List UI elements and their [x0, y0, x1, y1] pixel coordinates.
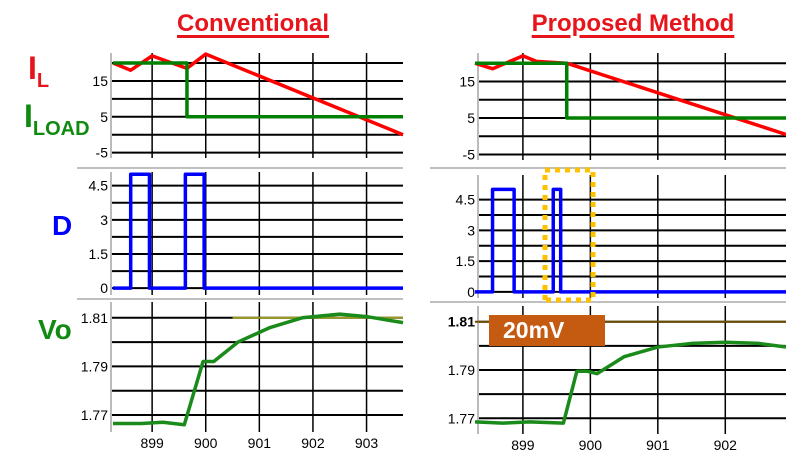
- label-d: D: [52, 210, 73, 241]
- x-tick-label: 899: [140, 435, 164, 451]
- subplot-duty: 4.5 3 1.5 0: [89, 172, 403, 296]
- y-tick-label: 5: [100, 109, 108, 125]
- series-iload: [113, 61, 403, 119]
- y-tick-label: 1.81: [81, 310, 108, 326]
- subplot-current: 15 5 -5: [459, 53, 786, 163]
- label-il-sub: L: [36, 70, 50, 92]
- y-tick-label: 4.5: [456, 192, 476, 208]
- y-tick-label: 0: [467, 284, 475, 300]
- y-tick-label: -5: [463, 147, 476, 163]
- title-conventional: Conventional: [176, 10, 330, 37]
- subplot-vo: 1.81 1.79 1.77: [448, 306, 786, 434]
- series-d: [113, 172, 403, 290]
- subplot-current: 15 5 -5: [92, 52, 404, 161]
- y-tick-label: 1.79: [81, 358, 108, 374]
- x-tick-label: 902: [301, 435, 325, 451]
- y-tick-label: 1.77: [81, 407, 108, 423]
- series-vo: [113, 312, 404, 427]
- label-il: IL: [28, 52, 49, 91]
- subplot-vo: 1.81 1.79 1.77: [81, 302, 404, 432]
- series-il: [474, 54, 786, 137]
- x-tick-label: 902: [714, 437, 738, 453]
- x-tick-label: 899: [511, 437, 535, 453]
- annotation-20mv: 20mV: [489, 315, 605, 346]
- y-tick-label: 15: [92, 73, 108, 89]
- y-tick-label: 5: [467, 110, 475, 126]
- x-tick-label: 900: [194, 435, 218, 451]
- x-tick-label: 901: [248, 435, 272, 451]
- chart-conventional: 15 5 -5 4.5 3 1.5 0 1.81 1.79 1.77 899 900 901 902 903: [77, 52, 404, 451]
- series-iload: [475, 61, 786, 120]
- y-tick-label: 1.81: [448, 314, 475, 330]
- y-tick-label: 15: [459, 73, 475, 89]
- label-il-main: I: [28, 50, 37, 86]
- y-tick-label: 1.5: [456, 253, 476, 269]
- y-tick-label: 3: [467, 222, 475, 238]
- series-d: [475, 187, 786, 294]
- y-tick-label: -5: [96, 145, 109, 161]
- y-tick-label: 0: [100, 280, 108, 296]
- label-iload-sub: LOAD: [32, 118, 90, 140]
- series-vo: [474, 340, 786, 425]
- highlight-box: [542, 167, 596, 303]
- title-proposed: Proposed Method: [531, 10, 735, 37]
- subplot-duty: 4.5 3 1.5 0: [456, 175, 786, 300]
- label-iload: ILOAD: [24, 100, 90, 139]
- series-il: [112, 52, 404, 137]
- label-iload-main: I: [24, 98, 33, 134]
- y-tick-label: 1.5: [89, 246, 109, 262]
- label-vo: Vo: [38, 314, 72, 345]
- y-tick-label: 3: [100, 212, 108, 228]
- x-tick-label: 900: [579, 437, 603, 453]
- y-tick-label: 4.5: [89, 178, 109, 194]
- x-tick-label: 903: [355, 435, 379, 451]
- y-tick-label: 1.77: [448, 410, 475, 426]
- y-tick-label: 1.79: [448, 362, 475, 378]
- x-tick-label: 901: [646, 437, 670, 453]
